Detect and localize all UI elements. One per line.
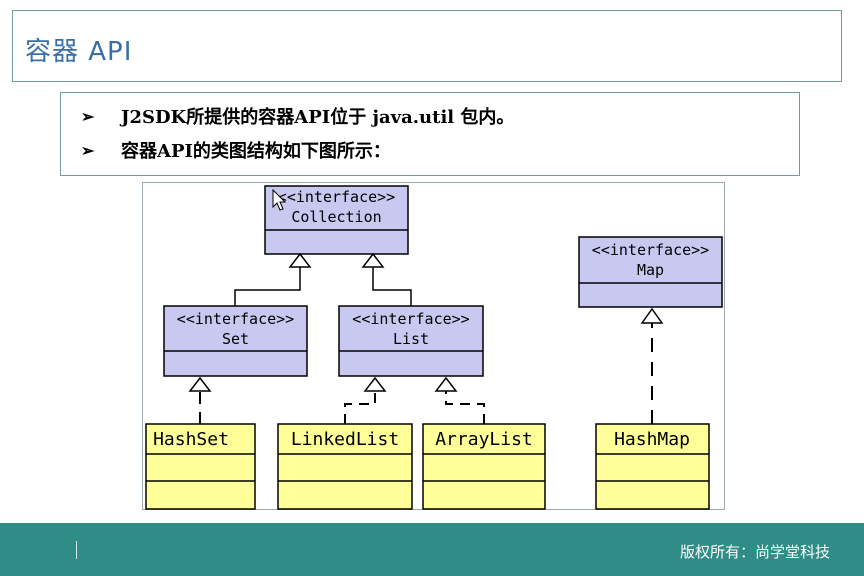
bullet-item-1: ➢ J2SDK所提供的容器API位于 java.util 包内。 (81, 103, 514, 129)
uml-class-linkedlist: LinkedList (277, 423, 413, 510)
arrow-bullet-icon: ➢ (81, 140, 95, 160)
generalization-set-collection (234, 252, 312, 306)
class-diagram-svg: <<interface>> Collection <<interface>> M… (145, 185, 723, 510)
footer-divider (76, 541, 77, 559)
mouse-cursor-icon (272, 188, 287, 211)
class-name: HashMap (614, 429, 690, 450)
uml-class-hashset: HashSet (145, 423, 256, 510)
interface-name: Collection (291, 208, 381, 226)
class-name: LinkedList (291, 429, 399, 450)
bullet-list: ➢ J2SDK所提供的容器API位于 java.util 包内。 ➢ 容器API… (60, 92, 800, 176)
uml-interface-map: <<interface>> Map (578, 236, 723, 308)
slide-title: 容器 API (25, 37, 133, 67)
stereotype-label: <<interface>> (278, 188, 395, 206)
interface-name: Set (222, 330, 249, 348)
interface-name: Map (637, 261, 664, 279)
uml-interface-collection: <<interface>> Collection (264, 185, 409, 255)
uml-interface-list: <<interface>> List (338, 305, 484, 377)
uml-class-hashmap: HashMap (595, 423, 710, 510)
generalization-list-collection (361, 252, 412, 306)
bullet-text-2: 容器API的类图结构如下图所示： (121, 141, 391, 162)
bullet-text-1: J2SDK所提供的容器API位于 java.util 包内。 (121, 107, 515, 128)
footer-bar: 版权所有：尚学堂科技 (0, 523, 864, 576)
bullet-item-2: ➢ 容器API的类图结构如下图所示： (81, 137, 391, 163)
class-diagram: <<interface>> Collection <<interface>> M… (142, 182, 725, 510)
stereotype-label: <<interface>> (177, 310, 294, 328)
realization-hashmap-map (640, 307, 664, 424)
slide-title-box: 容器 API (12, 10, 842, 82)
uml-interface-set: <<interface>> Set (163, 305, 308, 377)
class-name: HashSet (153, 429, 229, 450)
stereotype-label: <<interface>> (352, 310, 469, 328)
realization-linkedlist-list (344, 376, 387, 424)
copyright-text: 版权所有：尚学堂科技 (679, 543, 830, 561)
arrow-bullet-icon: ➢ (81, 106, 95, 126)
class-name: ArrayList (435, 429, 533, 450)
realization-arraylist-list (434, 376, 485, 424)
realization-hashset-set (188, 376, 212, 424)
interface-name: List (393, 330, 429, 348)
stereotype-label: <<interface>> (592, 241, 709, 259)
uml-class-arraylist: ArrayList (422, 423, 546, 510)
